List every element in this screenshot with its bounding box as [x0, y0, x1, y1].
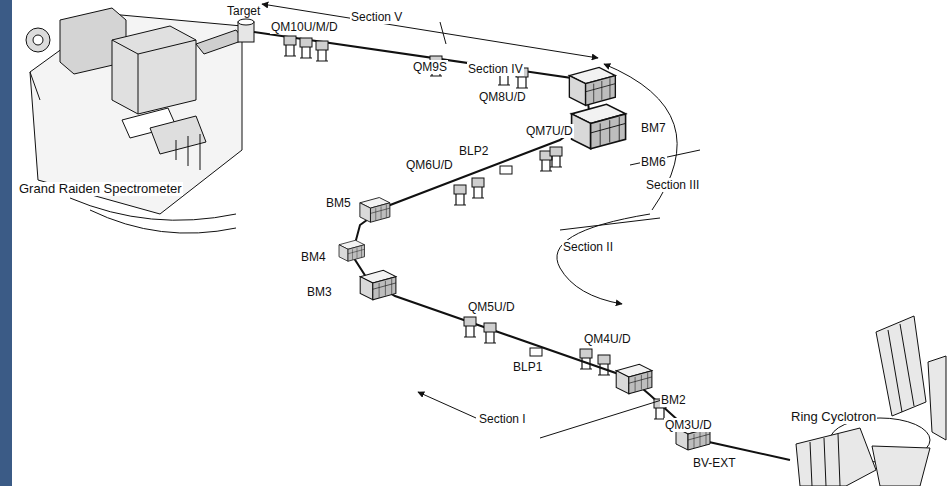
- quadrupole-magnet: [484, 323, 496, 343]
- bending-magnet: [339, 67, 710, 450]
- section-marker: [418, 392, 476, 418]
- spectrometer-drawing: [200, 134, 201, 170]
- section-marker: [440, 22, 446, 44]
- part-label: QM5U/D: [467, 300, 516, 314]
- part-label: BM5: [325, 196, 352, 210]
- part-label: QM10U/M/D: [270, 20, 339, 34]
- beam-profile-monitor: [500, 166, 512, 174]
- spectrometer-drawing: [26, 28, 50, 52]
- quadrupole-magnet: [598, 355, 610, 375]
- cyclotron-drawing: [872, 446, 930, 486]
- part-label: QM8U/D: [478, 90, 527, 104]
- beam-profile-monitor: [500, 166, 542, 356]
- part-label: Section II: [562, 240, 614, 254]
- slide-edge: [0, 0, 12, 486]
- bending-magnet: [616, 364, 652, 393]
- spectrometer-drawing: [138, 54, 139, 114]
- part-label: QM9S: [412, 60, 448, 74]
- cyclotron-drawing: [796, 316, 946, 486]
- cyclotron-drawing: [876, 316, 926, 416]
- section-marker: [557, 214, 650, 304]
- quadrupole-magnet: [284, 36, 666, 419]
- cyclotron-drawing: [900, 324, 914, 406]
- bending-magnet: [339, 240, 365, 261]
- part-label: BM3: [306, 285, 333, 299]
- bending-magnet: [360, 270, 396, 299]
- part-label: BLP2: [458, 144, 489, 158]
- part-label: BM4: [300, 250, 327, 264]
- quadrupole-magnet: [464, 317, 476, 337]
- part-label: QM7U/D: [525, 124, 574, 138]
- cyclotron-drawing: [888, 330, 902, 412]
- section-marker: [540, 398, 668, 438]
- quadrupole-magnet: [284, 36, 296, 56]
- cyclotron-drawing: [810, 442, 812, 486]
- part-label: BM6: [640, 155, 667, 169]
- part-label: QM4U/D: [583, 332, 632, 346]
- spectrometer-drawing: [188, 136, 189, 166]
- part-label: QM6U/D: [405, 158, 454, 172]
- spectrometer-drawing: [112, 40, 138, 54]
- spectrometer-drawing: [30, 72, 40, 100]
- part-label: Section V: [350, 10, 403, 24]
- spectrometer-drawing: [90, 210, 236, 233]
- spectrometer-drawing: [138, 40, 196, 54]
- quadrupole-magnet: [316, 41, 328, 61]
- spectrometer-drawing: [112, 26, 196, 114]
- part-label: BLP1: [512, 360, 543, 374]
- slide-edge: [0, 0, 12, 486]
- cyclotron-drawing: [796, 428, 876, 486]
- spectrometer-drawing: [196, 30, 244, 54]
- cyclotron-drawing: [928, 356, 946, 440]
- part-label: BV-EXT: [692, 456, 737, 470]
- beam-line: [254, 32, 790, 460]
- section-marker: [560, 218, 660, 230]
- section-marker: [262, 4, 700, 438]
- part-label: Section III: [645, 178, 700, 192]
- beam-line: [254, 32, 790, 460]
- bending-magnet: [569, 67, 615, 105]
- target-chamber: [238, 19, 254, 42]
- part-label: Grand Raiden Spectrometer: [18, 182, 183, 196]
- spectrometer-drawing: [33, 35, 43, 45]
- target-chamber: [238, 19, 254, 25]
- section-marker: [262, 4, 598, 58]
- beam-profile-monitor: [530, 348, 542, 356]
- cyclotron-drawing: [838, 434, 840, 486]
- quadrupole-magnet: [300, 38, 312, 58]
- bending-magnet: [572, 104, 626, 148]
- cyclotron-drawing: [824, 438, 826, 486]
- part-label: Target: [226, 4, 261, 18]
- spectrometer-drawing: [70, 198, 236, 220]
- quadrupole-magnet: [580, 349, 592, 369]
- part-label: Section I: [478, 412, 527, 426]
- spectrometer-drawing: [176, 140, 177, 160]
- bending-magnet: [360, 198, 390, 223]
- spectrometer-drawing: [26, 8, 244, 233]
- quadrupole-magnet: [454, 185, 466, 205]
- quadrupole-magnet: [472, 178, 484, 198]
- part-label: Section IV: [467, 62, 524, 76]
- part-label: BM7: [640, 121, 667, 135]
- quadrupole-magnet: [550, 147, 562, 167]
- part-label: BM2: [660, 393, 687, 407]
- part-label: Ring Cyclotron: [790, 410, 877, 424]
- part-label: QM3U/D: [664, 418, 713, 432]
- spectrometer-drawing: [150, 116, 206, 154]
